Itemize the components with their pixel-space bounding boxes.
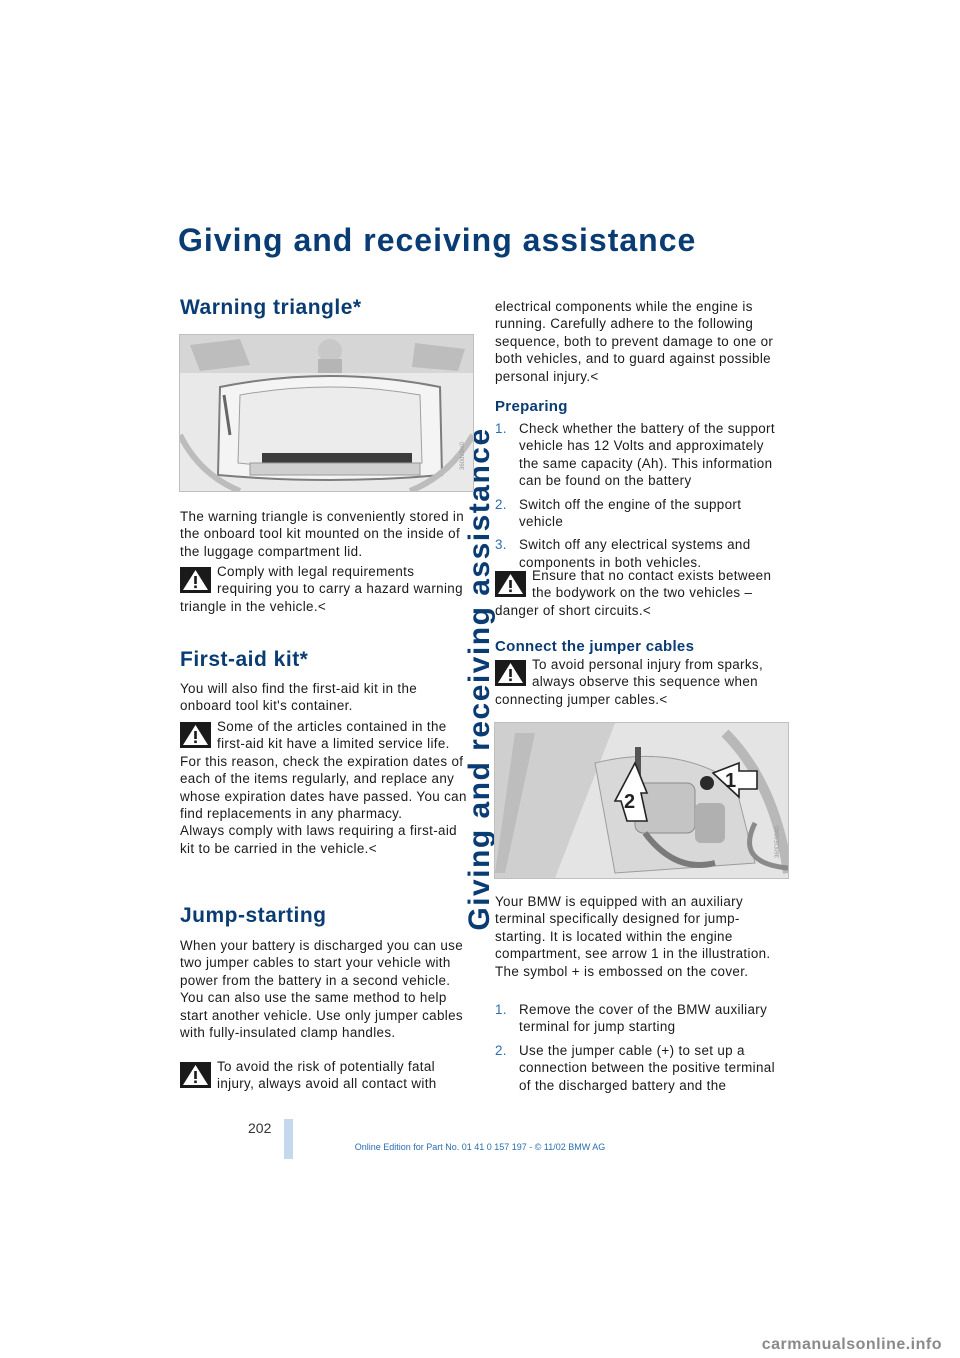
- warning-icon: [180, 1062, 211, 1088]
- connect-step: 1. Remove the cover of the BMW auxiliary …: [495, 1001, 787, 1036]
- first-aid-text: You will also find the first-aid kit in …: [180, 681, 418, 714]
- watermark: carmanualsonline.info: [761, 1336, 942, 1353]
- heading-jump-starting: Jump-starting: [180, 904, 327, 927]
- step-number: 1.: [495, 1002, 507, 1017]
- warning-icon: [180, 567, 211, 593]
- step-number: 3.: [495, 537, 507, 553]
- preparing-step: 1. Check whether the battery of the suppo…: [495, 420, 787, 490]
- heading-warning-triangle: Warning triangle*: [180, 296, 362, 319]
- warning-note-sparks: To avoid personal injury from sparks, al…: [495, 656, 787, 708]
- heading-preparing: Preparing: [495, 398, 568, 415]
- arrow-label-2: 2: [624, 791, 635, 813]
- engine-compartment-illustration: 2 1: [495, 723, 788, 878]
- warning-note-jump-starting: To avoid the risk of potentially fatal i…: [180, 1058, 470, 1093]
- preparing-steps: 1. Check whether the battery of the suppo…: [495, 420, 787, 577]
- warning-note-first-aid-extra: Always comply with laws requiring a firs…: [180, 823, 457, 856]
- arrow-label-1: 1: [725, 770, 736, 792]
- step-text: Use the jumper cable (+) to set up a con…: [519, 1042, 775, 1093]
- engine-compartment-photo: 2 1: [494, 722, 789, 879]
- jump-starting-warning-continued: electrical components while the engine i…: [495, 299, 774, 384]
- warning-note-jump-starting-text: To avoid the risk of potentially fatal i…: [217, 1059, 437, 1092]
- side-section-title: Giving and receiving assistance: [0, 0, 496, 930]
- heading-first-aid-kit: First-aid kit*: [180, 648, 309, 671]
- warning-note-short-circuit-text: Ensure that no contact exists between th…: [495, 568, 772, 618]
- step-text: Remove the cover of the BMW auxiliary te…: [519, 1002, 768, 1035]
- jump-starting-text: When your battery is discharged you can …: [180, 938, 464, 1041]
- step-text: Switch off any electrical systems and co…: [519, 537, 751, 570]
- luggage-compartment-photo: [179, 334, 474, 492]
- photo-id: 360dv3m0: [460, 441, 466, 470]
- warning-note-first-aid: Some of the articles contained in the fi…: [180, 718, 470, 857]
- warning-note-triangle-text: Comply with legal requirements requiring…: [180, 564, 463, 614]
- warning-note-triangle: Comply with legal requirements requiring…: [180, 563, 470, 615]
- preparing-step: 3. Switch off any electrical systems and …: [495, 536, 787, 571]
- step-number: 1.: [495, 421, 507, 436]
- footer-edition-note: Online Edition for Part No. 01 41 0 157 …: [354, 1142, 606, 1152]
- auxiliary-terminal-text: Your BMW is equipped with an auxiliary t…: [495, 894, 771, 979]
- step-text: Check whether the battery of the support…: [519, 421, 775, 489]
- connect-steps: 1. Remove the cover of the BMW auxiliary …: [495, 1001, 787, 1100]
- warning-icon: [495, 571, 526, 597]
- page-title: Giving and receiving assistance: [178, 222, 697, 258]
- preparing-step: 2. Switch off the engine of the support v…: [495, 496, 787, 531]
- luggage-compartment-illustration: [180, 335, 473, 491]
- warning-icon: [495, 660, 526, 686]
- page-edge-bar: [284, 1119, 293, 1159]
- connect-step: 2. Use the jumper cable (+) to set up a c…: [495, 1042, 787, 1094]
- step-number: 2.: [495, 496, 507, 512]
- warning-icon: [180, 722, 211, 748]
- warning-triangle-text: The warning triangle is conveniently sto…: [180, 509, 465, 559]
- page-number: 202: [248, 1120, 272, 1136]
- step-number: 2.: [495, 1042, 507, 1058]
- step-text: Switch off the engine of the support veh…: [519, 496, 742, 530]
- warning-note-sparks-text: To avoid personal injury from sparks, al…: [495, 657, 764, 707]
- warning-note-first-aid-text: Some of the articles contained in the fi…: [180, 719, 467, 822]
- photo-id: 360DE0040: [775, 826, 781, 858]
- warning-note-short-circuit: Ensure that no contact exists between th…: [495, 567, 787, 619]
- heading-connect-jumper-cables: Connect the jumper cables: [495, 638, 695, 655]
